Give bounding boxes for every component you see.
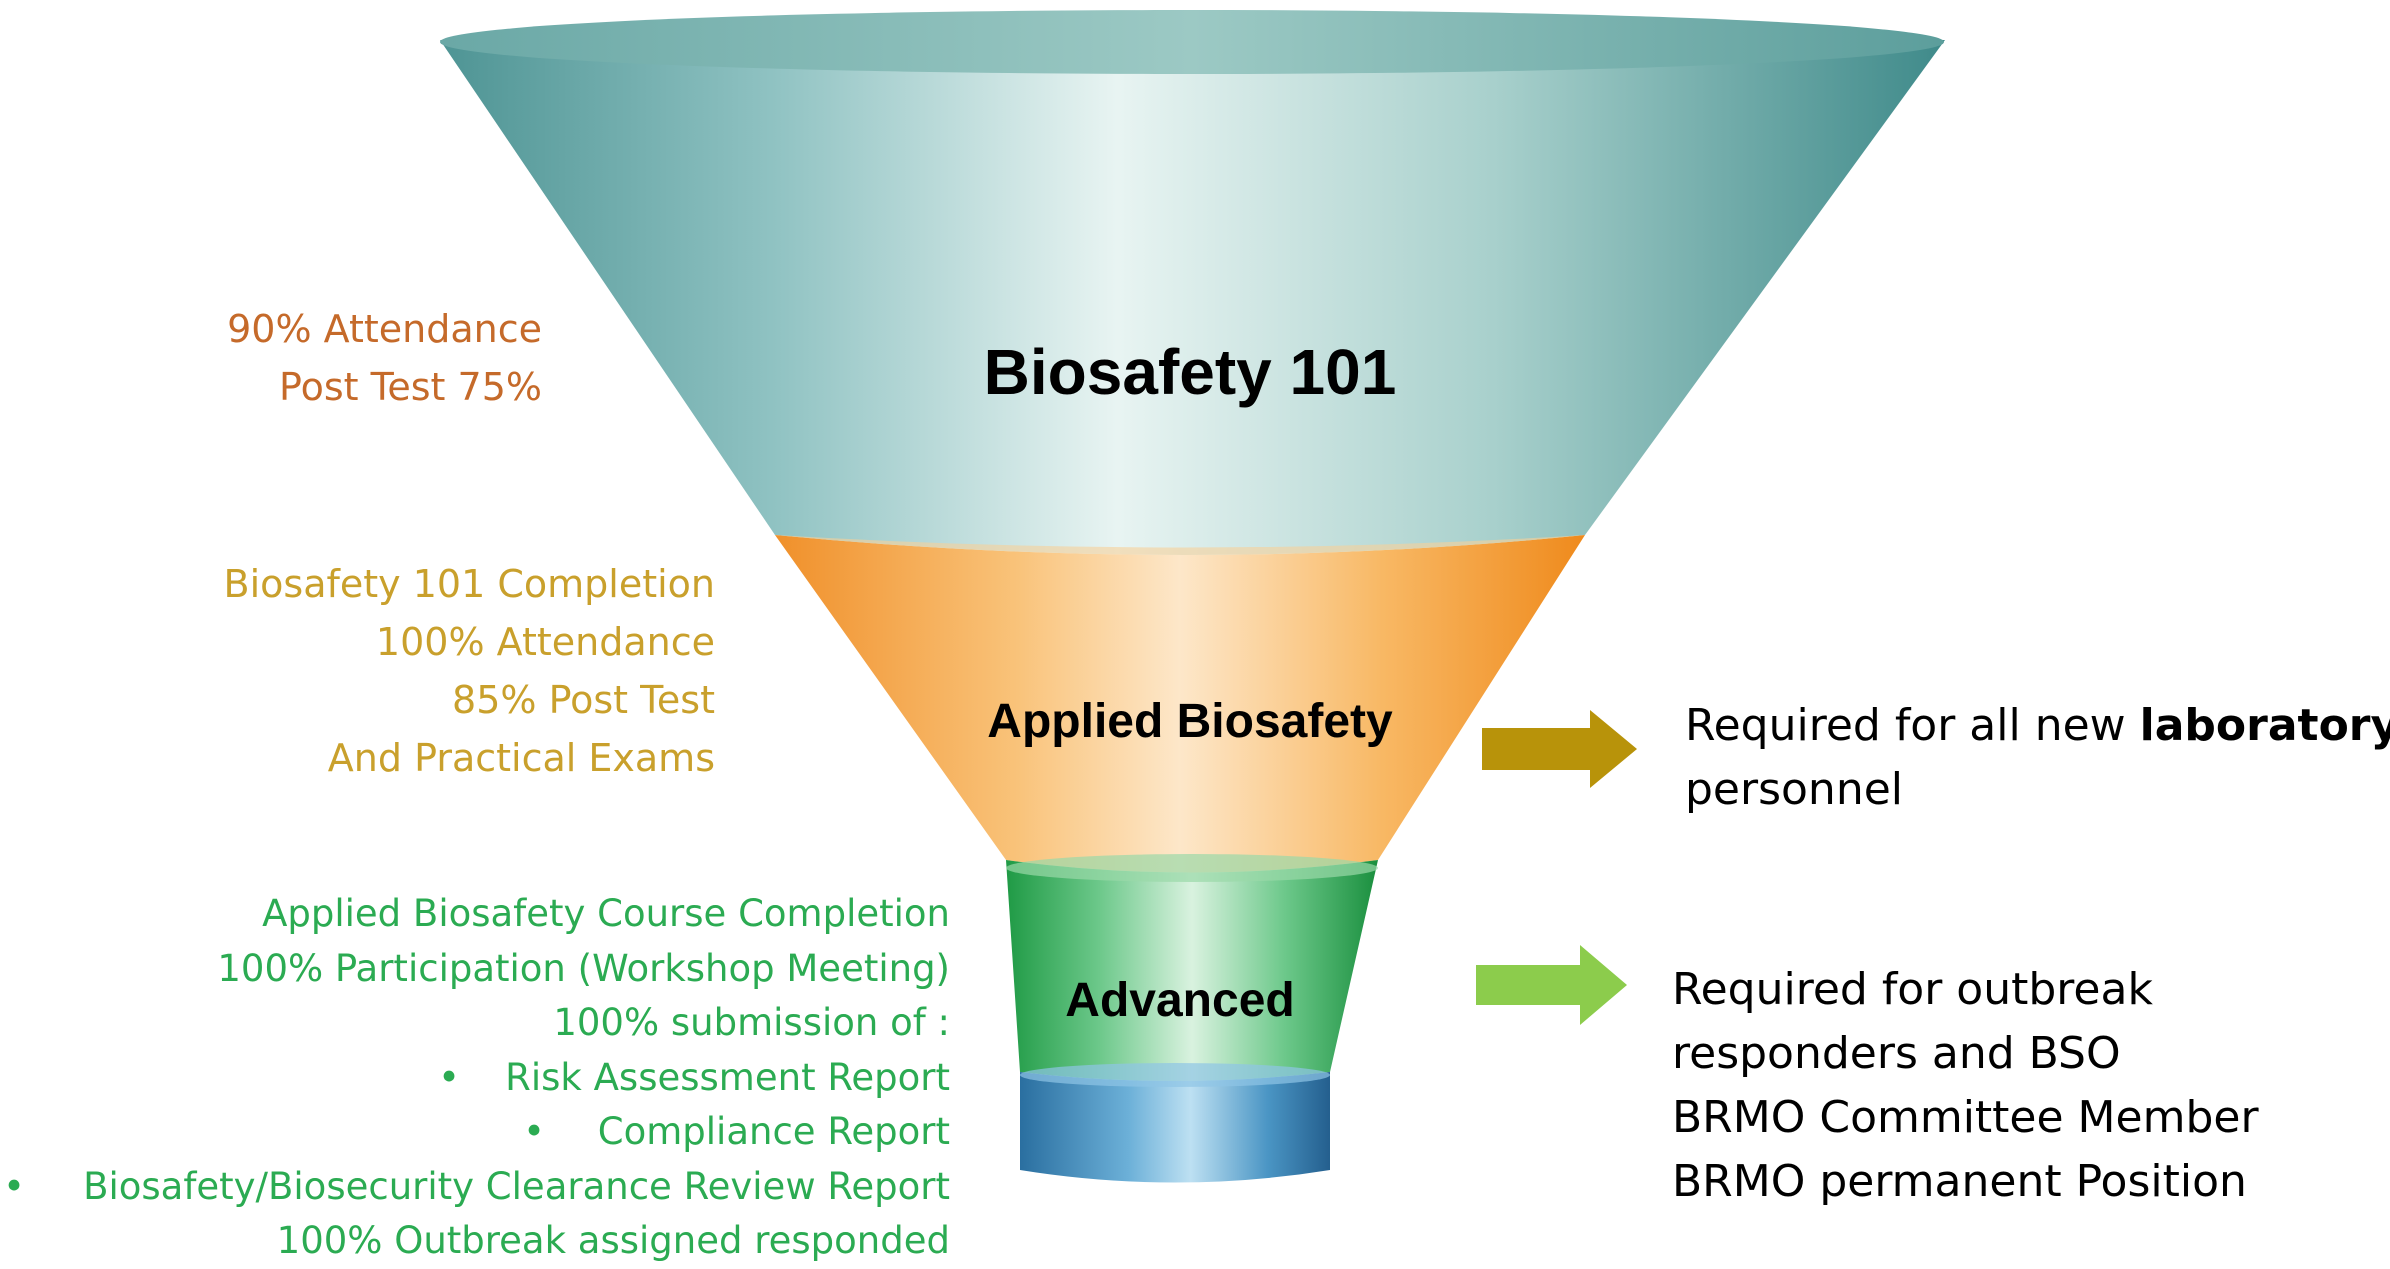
bullet-icon: • xyxy=(3,1164,25,1208)
criteria-bullet-item: • Risk Assessment Report xyxy=(83,1051,950,1106)
bullet-text: Compliance Report xyxy=(597,1110,950,1153)
tier-label-biosafety-101: Biosafety 101 xyxy=(983,336,1397,408)
bullet-text: Risk Assessment Report xyxy=(505,1055,950,1099)
requirement-line: BRMO permanent Position xyxy=(1672,1156,2247,1207)
requirement-applied: Required for all new laboratory personne… xyxy=(1685,694,2390,822)
criteria-line: And Practical Exams xyxy=(327,736,715,780)
arrow-applied xyxy=(1482,710,1637,788)
criteria-line: Applied Biosafety Course Completion xyxy=(262,892,950,935)
criteria-line: Post Test 75% xyxy=(279,365,542,409)
tier-label-applied-biosafety: Applied Biosafety xyxy=(987,695,1393,748)
requirement-emphasis: laboratory xyxy=(2139,700,2390,751)
requirement-prefix: Required for all new xyxy=(1685,700,2140,751)
funnel-tier-1 xyxy=(440,10,1945,555)
criteria-applied-biosafety: Biosafety 101 Completion 100% Attendance… xyxy=(224,555,715,787)
tier-label-advanced: Advanced xyxy=(1065,974,1295,1027)
requirement-line: Required for outbreak xyxy=(1672,964,2153,1015)
arrow-advanced xyxy=(1476,945,1627,1025)
funnel-tier-3 xyxy=(1006,854,1378,1081)
criteria-line: 90% Attendance xyxy=(227,307,542,351)
requirement-line: responders and BSO xyxy=(1672,1028,2121,1079)
criteria-line: Biosafety 101 Completion xyxy=(223,562,715,606)
bullet-icon: • xyxy=(523,1110,545,1153)
criteria-line: 85% Post Test xyxy=(452,678,715,722)
requirement-line: personnel xyxy=(1685,764,1904,815)
criteria-advanced: Applied Biosafety Course Completion 100%… xyxy=(3,887,950,1269)
bullet-icon: • xyxy=(438,1055,460,1099)
bullet-text: Biosafety/Biosecurity Clearance Review R… xyxy=(83,1164,950,1208)
funnel-tier-2 xyxy=(775,535,1585,873)
requirement-line: Required for all new laboratory xyxy=(1685,694,2390,758)
criteria-bullet-item: • Compliance Report xyxy=(83,1105,950,1160)
criteria-line: 100% submission of : xyxy=(553,1001,950,1044)
requirement-line: BRMO Committee Member xyxy=(1672,1092,2259,1143)
criteria-line: 100% Outbreak assigned responded xyxy=(276,1219,950,1262)
criteria-biosafety-101: 90% Attendance Post Test 75% xyxy=(227,300,542,416)
criteria-bullet-item: • Biosafety/Biosecurity Clearance Review… xyxy=(3,1160,950,1215)
criteria-line: 100% Participation (Workshop Meeting) xyxy=(217,946,950,990)
requirement-advanced: Required for outbreak responders and BSO… xyxy=(1672,958,2259,1214)
criteria-line: 100% Attendance xyxy=(375,620,715,664)
funnel-base xyxy=(1020,1063,1330,1183)
